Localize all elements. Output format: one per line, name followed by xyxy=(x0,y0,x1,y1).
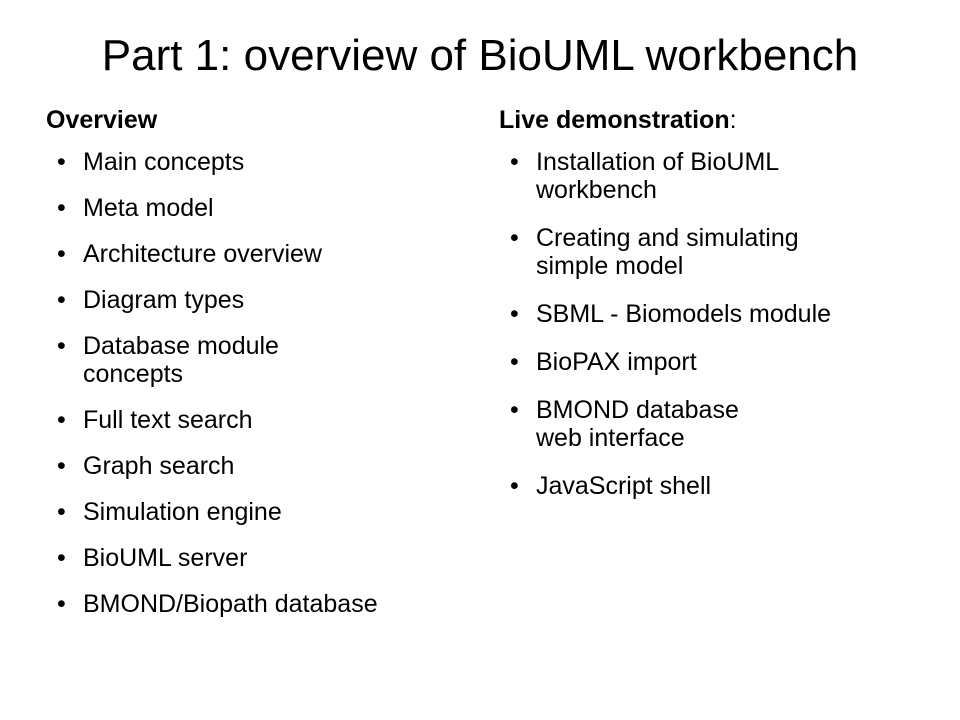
bullet-icon: • xyxy=(57,148,66,176)
list-item: • Diagram types xyxy=(46,286,486,314)
bullet-icon: • xyxy=(510,300,519,328)
list-item: • JavaScript shell xyxy=(499,472,939,500)
list-item: • Main concepts xyxy=(46,148,486,176)
bullet-icon: • xyxy=(57,286,66,314)
list-item: • BioPAX import xyxy=(499,348,939,376)
list-item: • Simulation engine xyxy=(46,498,486,526)
list-item-text: Simulation engine xyxy=(83,498,282,526)
bullet-icon: • xyxy=(57,452,66,480)
bullet-icon: • xyxy=(57,194,66,222)
list-item: • BMOND database web interface xyxy=(499,396,939,452)
bullet-icon: • xyxy=(510,224,519,252)
bullet-icon: • xyxy=(57,332,66,360)
list-item-text: SBML - Biomodels module xyxy=(536,300,832,328)
list-item-text: Main concepts xyxy=(83,148,245,176)
bullet-icon: • xyxy=(57,406,66,434)
list-item: • Meta model xyxy=(46,194,486,222)
live-demonstration-heading: Live demonstration: xyxy=(499,104,939,136)
heading-colon: : xyxy=(729,106,737,134)
list-item-text: BioPAX import xyxy=(536,348,697,376)
bullet-icon: • xyxy=(57,590,66,618)
list-item-text: BMOND/Biopath database xyxy=(83,590,378,618)
bullet-icon: • xyxy=(510,396,519,424)
overview-column: Overview • Main concepts • Meta model • Arc… xyxy=(46,104,486,636)
list-item: • Full text search xyxy=(46,406,486,434)
list-item-text: BioUML server xyxy=(83,544,248,572)
list-item: • Installation of BioUML workbench xyxy=(499,148,939,204)
live-demonstration-column: Live demonstration: • Installation of Bio… xyxy=(499,104,939,520)
bullet-icon: • xyxy=(510,472,519,500)
list-item-text: Diagram types xyxy=(83,286,245,314)
bullet-icon: • xyxy=(57,240,66,268)
heading-text: Live demonstration xyxy=(499,106,730,134)
list-item: • SBML - Biomodels module xyxy=(499,300,939,328)
list-item-text: Database module concepts xyxy=(83,332,279,388)
list-item-text: Graph search xyxy=(83,452,235,480)
list-item: • Database module concepts xyxy=(46,332,486,388)
list-item-text: Meta model xyxy=(83,194,214,222)
live-demonstration-list: • Installation of BioUML workbench • Creat… xyxy=(499,148,939,500)
list-item-text: Full text search xyxy=(83,406,253,434)
list-item-text: BMOND database web interface xyxy=(536,396,739,452)
list-item-text: JavaScript shell xyxy=(536,472,712,500)
list-item-text: Creating and simulating simple model xyxy=(536,224,799,280)
list-item: • BMOND/Biopath database xyxy=(46,590,486,618)
list-item: • Architecture overview xyxy=(46,240,486,268)
list-item: • Graph search xyxy=(46,452,486,480)
list-item: • Creating and simulating simple model xyxy=(499,224,939,280)
bullet-icon: • xyxy=(510,348,519,376)
overview-list: • Main concepts • Meta model • Architecture… xyxy=(46,148,486,618)
bullet-icon: • xyxy=(510,148,519,176)
bullet-icon: • xyxy=(57,544,66,572)
slide-title: Part 1: overview of BioUML workbench xyxy=(101,31,859,80)
list-item-text: Architecture overview xyxy=(83,240,322,268)
bullet-icon: • xyxy=(57,498,66,526)
list-item: • BioUML server xyxy=(46,544,486,572)
overview-heading: Overview xyxy=(46,106,158,134)
list-item-text: Installation of BioUML workbench xyxy=(536,148,780,204)
